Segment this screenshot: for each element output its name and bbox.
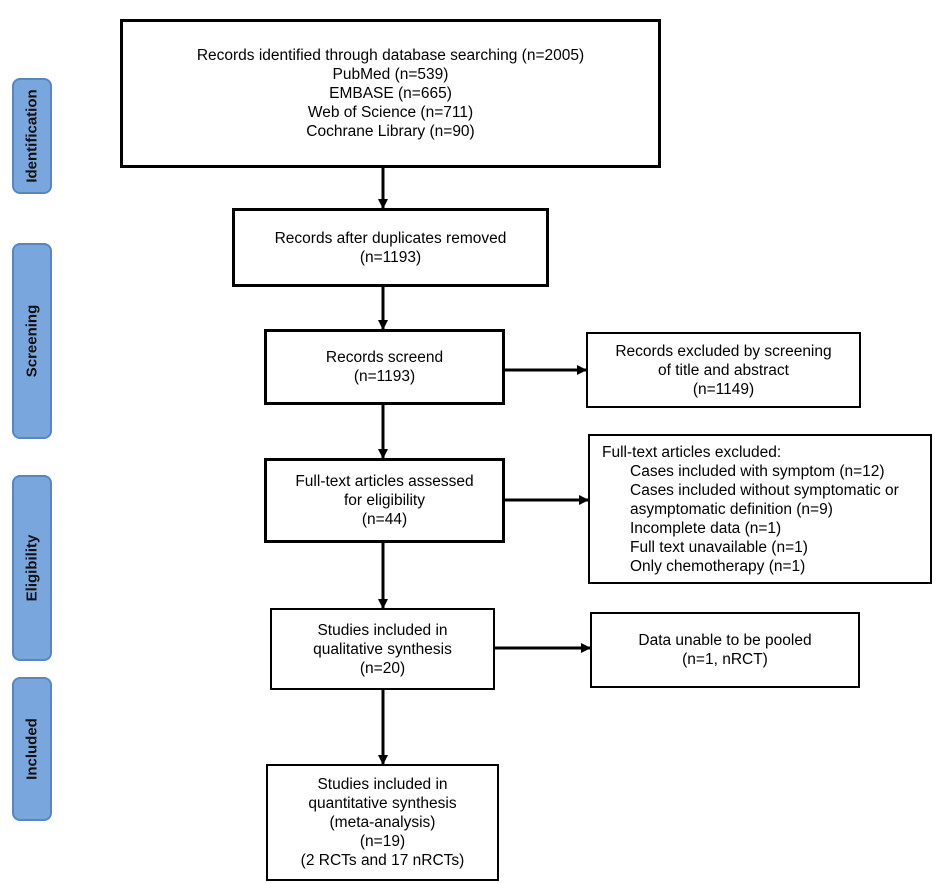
box-data-unable-pooled: Data unable to be pooled (n=1, nRCT) <box>590 612 860 688</box>
stage-identification: Identification <box>12 78 52 194</box>
stage-included: Included <box>12 677 52 821</box>
stage-eligibility: Eligibility <box>12 475 52 661</box>
box-excluded-fulltext: Full-text articles excluded: Cases inclu… <box>588 434 932 584</box>
box-qualitative-synthesis: Studies included in qualitative synthesi… <box>270 608 495 690</box>
box-quantitative-synthesis: Studies included in quantitative synthes… <box>266 764 499 881</box>
box-excluded-screening: Records excluded by screening of title a… <box>586 332 861 408</box>
box-duplicates-removed: Records after duplicates removed (n=1193… <box>232 208 549 287</box>
stage-screening: Screening <box>12 243 52 439</box>
box-fulltext-assessed: Full-text articles assessed for eligibil… <box>264 458 505 543</box>
box-records-identified: Records identified through database sear… <box>120 19 661 168</box>
box-records-screened: Records screend (n=1193) <box>264 329 505 405</box>
